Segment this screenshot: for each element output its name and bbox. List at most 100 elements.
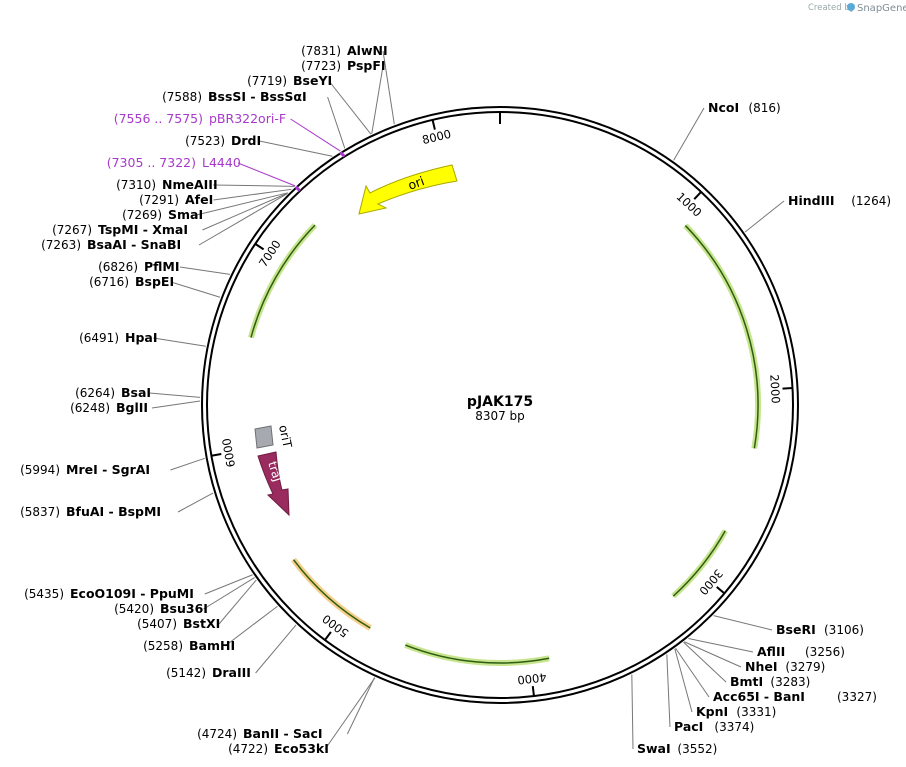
orf-arc[interactable] (672, 530, 726, 597)
site-pbr322ori-f[interactable]: (7556 .. 7575)pBR322ori-F (114, 111, 286, 126)
tick-label: 6000 (219, 437, 238, 468)
site-position: (3327) (837, 690, 877, 704)
site-position: (5258) (143, 639, 183, 653)
feature-orit-box (254, 425, 274, 449)
site-name: SmaI (168, 207, 203, 222)
feature-orit[interactable]: oriT (254, 424, 295, 450)
site-l4440[interactable]: (7305 .. 7322)L4440 (107, 155, 241, 170)
site-pspfi[interactable]: (7723)PspFI (301, 58, 385, 73)
site-name: PacI (674, 719, 703, 734)
site-name: TspMI - XmaI (98, 222, 188, 237)
site-nhei[interactable]: NheI(3279) (745, 659, 825, 674)
site-drdi[interactable]: (7523)DrdI (185, 133, 261, 148)
site-position: (7831) (301, 44, 341, 58)
site-position: (5837) (20, 505, 60, 519)
leader-line (177, 492, 214, 513)
leader-line (170, 281, 221, 298)
site-position: (5994) (20, 463, 60, 477)
site-bamhi[interactable]: (5258) BamHI (143, 638, 235, 653)
feature-traj[interactable]: traJ (257, 451, 290, 517)
primer-mark (294, 185, 301, 192)
leader-line (673, 107, 705, 161)
leader-line (688, 638, 754, 653)
site-nmeaiii[interactable]: (7310)NmeAIII (116, 177, 218, 192)
site-hpai[interactable]: (6491)HpaI (79, 330, 157, 345)
site-alwni[interactable]: (7831)AlwNI (301, 43, 388, 58)
credit-brand: SnapGene (857, 3, 906, 14)
site-ecoo109i[interactable]: (5435)EcoO109I - PpuMI (24, 586, 194, 601)
orf-arc[interactable] (250, 224, 316, 338)
leader-line (744, 200, 785, 233)
site-name: SwaI (637, 741, 671, 756)
site-acc65i[interactable]: Acc65I - BanI(3327) (713, 689, 877, 704)
feature-ori[interactable]: ori (358, 164, 458, 215)
site-bsu36i[interactable]: (5420)Bsu36I (114, 601, 208, 616)
site-name: BsaI (121, 385, 151, 400)
site-aflii[interactable]: AflII(3256) (757, 644, 845, 659)
site-name: Eco53kI (274, 741, 329, 756)
site-position: (5142) (166, 666, 206, 680)
site-paci[interactable]: PacI(3374) (674, 719, 754, 734)
leader-line (675, 647, 710, 698)
site-position: (7263) (41, 238, 81, 252)
leader-line (153, 337, 206, 347)
leader-line (237, 162, 296, 187)
orf-arc-glow (404, 642, 550, 666)
tick-mark (531, 685, 535, 697)
feature-orit-label: oriT (276, 424, 295, 450)
site-position: (7269) (122, 208, 162, 222)
tick-label: 4000 (517, 670, 548, 687)
site-afei[interactable]: (7291)AfeI (139, 192, 213, 207)
snapgene-credit: Created by SnapGene (808, 3, 906, 14)
site-tspmi[interactable]: (7267) TspMI - XmaI (52, 222, 188, 237)
leader-line (382, 50, 395, 125)
plasmid-name: pJAK175 (467, 394, 533, 410)
site-bsssi[interactable]: (7588)BssSI - BssSαI (162, 89, 307, 104)
leader-line (328, 80, 372, 135)
tick-label: 7000 (256, 237, 284, 269)
site-position: (5435) (24, 587, 64, 601)
site-smai[interactable]: (7269) SmaI (122, 207, 203, 222)
site-bseyi[interactable]: (7719)BseYI (247, 73, 332, 88)
site-position: (4722) (228, 742, 268, 756)
site-position: (7723) (301, 59, 341, 73)
site-name: DraIII (212, 665, 251, 680)
site-mrei[interactable]: (5994)MreI - SgrAI (20, 462, 150, 477)
site-name: HpaI (125, 330, 158, 345)
site-bglii[interactable]: (6248)BglII (70, 400, 148, 415)
orf-arc-glow (248, 223, 318, 339)
feature-ori-arrow (358, 164, 458, 215)
leader-line (371, 65, 384, 134)
primer-mark (339, 151, 346, 158)
site-draiii[interactable]: (5142) DraIII (166, 665, 251, 680)
site-ncoi[interactable]: NcoI(816) (708, 100, 781, 115)
site-kpni[interactable]: KpnI(3331) (696, 704, 776, 719)
site-pflmi[interactable]: (6826)PflMI (98, 259, 179, 274)
orf-arc[interactable] (405, 644, 550, 664)
site-swai[interactable]: SwaI(3552) (637, 741, 717, 756)
site-position: (7267) (52, 223, 92, 237)
orf-arc[interactable] (292, 559, 371, 629)
tick-label: 8000 (421, 127, 453, 147)
tick-mark (431, 119, 436, 130)
site-hindiii[interactable]: HindIII(1264) (788, 193, 891, 208)
site-position: (7310) (116, 178, 156, 192)
site-bspei[interactable]: (6716)BspEI (89, 274, 174, 289)
site-name: pBR322ori-F (209, 111, 286, 126)
leader-line (684, 641, 742, 668)
orf-arc[interactable] (684, 225, 759, 449)
site-bseri[interactable]: BseRI(3106) (776, 622, 864, 637)
leader-line (713, 615, 773, 631)
site-banii[interactable]: (4724)BanII - SacI (197, 726, 322, 741)
site-bfuai[interactable]: (5837)BfuAI - BspMI (20, 504, 161, 519)
leader-line (170, 457, 205, 471)
site-name: BamHI (189, 638, 235, 653)
site-bstxi[interactable]: (5407)BstXI (137, 616, 220, 631)
leader-line (631, 674, 634, 750)
site-name: AfeI (185, 192, 213, 207)
site-bmti[interactable]: BmtI(3283) (730, 674, 810, 689)
site-eco53ki[interactable]: (4722) Eco53kI (228, 741, 329, 756)
site-bsaai[interactable]: (7263)BsaAI - SnaBI (41, 237, 181, 252)
site-bsai[interactable]: (6264)BsaI (75, 385, 151, 400)
